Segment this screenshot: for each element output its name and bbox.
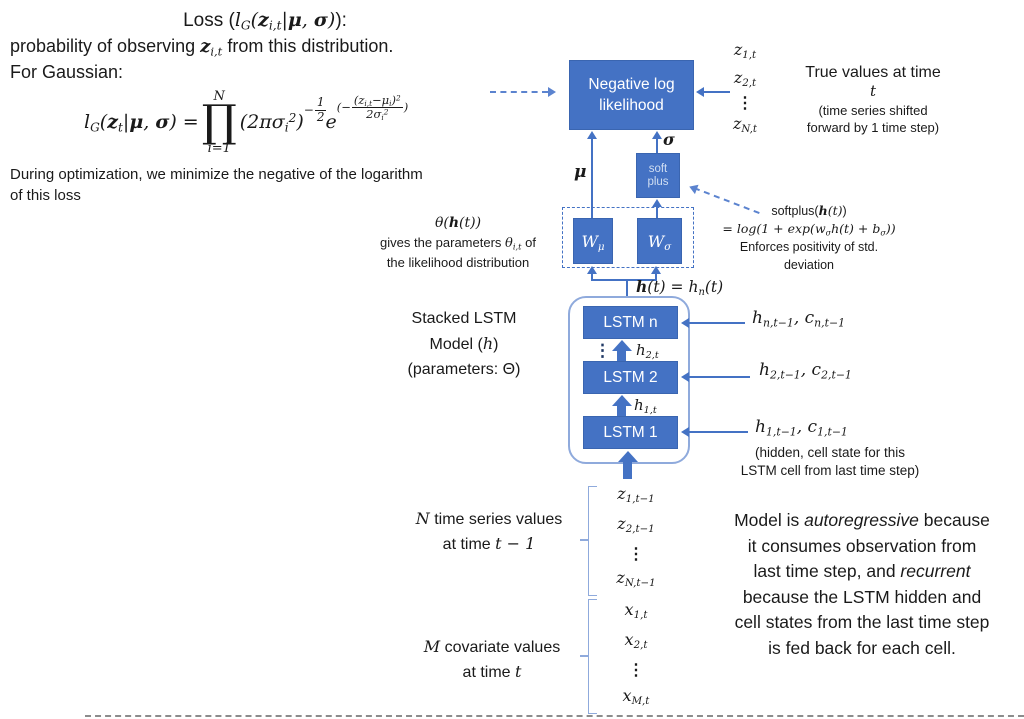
mu-label: μ [574,162,587,182]
fork-right-arrowhead [651,266,661,274]
formula-e: e [325,111,337,134]
z-top-column: z1,t z2,t ⋮ zN,t [732,40,758,136]
m-covariate-label: M covariate values at time t [423,637,561,681]
lstm-stack-dots: ⋮ [594,341,611,360]
stacked-lstm-note: Stacked LSTM Model (h) (parameters: Θ) [407,310,521,378]
product-lower-limit: i=1 [207,140,231,156]
fork-left-arrowhead [587,266,597,274]
sigma-lower-shaft [656,206,658,218]
z-bottom-bracket [588,486,597,596]
mu-arrow-shaft [591,138,593,218]
h2t-label: h2,t [636,341,659,361]
w-sigma-box: Wσ [637,218,682,264]
bottom-edge-line [85,715,1024,717]
mu-arrowhead [587,131,597,139]
block-arrow-12-shaft [617,405,626,416]
hc-2-line [688,376,750,378]
product-operator: N ∏ i=1 [202,90,237,155]
product-symbol: ∏ [201,96,237,147]
input-block-arrow-shaft [623,461,632,479]
sigma-lower-arrowhead [652,199,662,207]
block-arrow-2n-head [612,340,632,351]
z-bottom-column: z1,t−1 z2,t−1 ⋮ zN,t−1 [616,484,656,590]
formula-base: (2πσi2) [239,111,304,135]
hc-1-arrowhead [681,427,689,437]
ztop-to-nll-line [703,91,730,93]
formula-to-nll-arrowhead [548,87,556,97]
z-bottom-bracket-tick [580,539,589,541]
sigma-upper-arrowhead [652,131,662,139]
softplus-box: soft plus [636,153,680,198]
hc-1-label: h1,t−1, c1,t−1 [755,417,848,439]
negative-log-likelihood-box: Negative log likelihood [569,60,694,130]
hc-n-label: hn,t−1, cn,t−1 [752,308,846,330]
lstm-2-box: LSTM 2 [583,361,678,394]
formula-to-nll-dashed-arrow [490,91,548,93]
softplus-note: softplus(h(t)) = log(1 + exp(wσh(t) + bσ… [722,203,896,272]
x-bottom-column: x1,t x2,t ⋮ xM,t [622,600,650,708]
theta-note: θ(h(t)) gives the parameters θi,t of the… [380,215,536,270]
true-values-note: True values at time t (time series shift… [805,64,941,135]
n-series-label: N time series values at time t − 1 [415,509,563,553]
loss-subtitle: probability of observing zi,t from this … [10,36,394,59]
block-arrow-2n-shaft [617,350,626,361]
sigma-upper-shaft [656,138,658,154]
note-to-softplus-arrowhead [687,181,699,195]
w-mu-box: Wμ [573,218,613,264]
autoregressive-note: Model is autoregressive because it consu… [734,510,990,658]
hidden-cell-note: (hidden, cell state for this LSTM cell f… [740,445,920,478]
product-upper-limit: N [213,89,225,104]
hc-n-arrowhead [681,318,689,328]
hc-2-label: h2,t−1, c2,t−1 [759,360,852,382]
hc-1-line [688,431,748,433]
ztop-to-nll-arrowhead [696,87,704,97]
loss-title: Loss (lG(zi,t|μ, σ)): [183,9,347,33]
x-bottom-bracket [588,599,597,714]
fork-right-stub [655,273,657,280]
fork-center-stub [626,279,628,297]
h-t-label: h(t) = hn(t) [636,277,724,298]
lstm-n-box: LSTM n [583,306,678,339]
during-optimization-note: During optimization, we minimize the neg… [10,166,423,204]
x-bottom-bracket-tick [580,655,589,657]
for-gaussian-label: For Gaussian: [10,62,124,82]
formula-lhs: lG(zt|μ, σ) = [84,111,199,135]
input-block-arrow-head [618,451,638,462]
h1t-label: h1,t [634,396,657,416]
fork-horizontal-line [591,279,657,281]
sigma-label: σ [663,130,675,149]
parameter-layer-dashed-rect [562,207,694,268]
hc-n-line [688,322,745,324]
block-arrow-12-head [612,395,632,406]
fork-left-stub [591,273,593,280]
hc-2-arrowhead [681,372,689,382]
lstm-1-box: LSTM 1 [583,416,678,449]
